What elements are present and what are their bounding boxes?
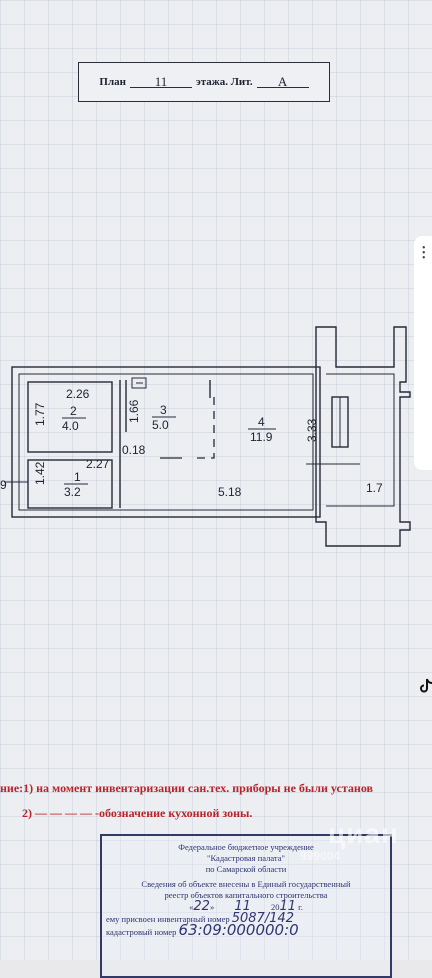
plan-label: План	[99, 76, 126, 88]
plan-title-box: План 11 этажа. Лит. А	[78, 62, 330, 102]
room-3-number: 3	[160, 403, 167, 417]
floor-plan: 2.26 1.77 2 4.0 1.66 3 5.0 0.18 4 11.9 3…	[4, 326, 411, 547]
stamp-line-3: по Самарской области	[205, 864, 287, 874]
watermark-code: 999004	[300, 849, 341, 863]
stamp-cadastral: кадастровый номер 63:09:000000:0	[102, 923, 390, 938]
stamp-inventory-value: 5087/142	[231, 911, 295, 926]
room-2-area: 4.0	[62, 419, 79, 433]
note-line-2: 2) — — — — -обозначение кухонной зоны.	[22, 806, 252, 821]
tiktok-icon[interactable]	[419, 678, 432, 694]
kitchen-zone-line	[196, 397, 215, 459]
edge-label: 9	[0, 478, 7, 492]
stamp-line-2: "Кадастровая палата"	[207, 853, 285, 863]
dim-room1-width: 2.27	[86, 457, 110, 471]
dim-balcony-width: 1.7	[366, 481, 383, 495]
side-widget[interactable]: •••	[414, 236, 432, 693]
outer-wall	[11, 366, 321, 518]
stamp-inventory-label: ему присвоен инвентарный номер	[106, 914, 230, 924]
stamp-line-4: Сведения об объекте внесены в Единый гос…	[141, 879, 351, 889]
room-1-area: 3.2	[64, 485, 81, 499]
dim-room4-height: 3.33	[305, 418, 319, 442]
stamp-date: «22» 11 2011 г.	[189, 899, 303, 914]
room-2-number: 2	[70, 404, 77, 418]
dim-room1-height: 1.42	[33, 461, 47, 485]
dim-room2-height: 1.77	[33, 402, 47, 426]
dim-corridor-gap: 0.18	[122, 443, 146, 457]
inner-wall	[18, 373, 314, 511]
balcony-structure	[315, 326, 411, 547]
note-line-1: ние:1) на момент инвентаризации сан.тех.…	[0, 781, 374, 795]
lit-value: А	[256, 75, 309, 88]
stamp-cadastral-value: 63:09:000000:0	[178, 921, 299, 939]
note-kitchen: -обозначение кухонной зоны.	[95, 806, 253, 820]
more-icon[interactable]: •••	[422, 243, 426, 264]
stamp-line-5: реестр объектов капитального строительст…	[164, 890, 328, 900]
room-1-outline	[27, 459, 113, 509]
stamp-date-year-suffix: 11	[279, 899, 297, 914]
room-4-number: 4	[258, 415, 265, 429]
vent-shaft	[131, 377, 147, 389]
stamp-date-day: 22	[193, 899, 210, 914]
stamp-date-year-prefix: 20	[271, 902, 280, 912]
stamp-date-month: 11	[234, 899, 251, 914]
floor-label: этажа. Лит.	[195, 76, 253, 88]
floor-number: 11	[129, 75, 192, 88]
stamp-date-suffix: г.	[298, 902, 303, 912]
room-4-area: 11.9	[250, 430, 273, 444]
room-1-number: 1	[74, 470, 81, 484]
registration-stamp: Федеральное бюджетное учреждение "Кадаст…	[100, 834, 392, 978]
room-2-outline	[27, 381, 113, 453]
note-dashes: 2) — — — —	[22, 806, 92, 820]
dim-room2-width: 2.26	[66, 387, 90, 401]
dim-room3-height: 1.66	[127, 399, 141, 423]
balcony-inner	[326, 373, 395, 507]
stamp-inventory: ему присвоен инвентарный номер 5087/142	[102, 911, 390, 926]
stamp-cadastral-label: кадастровый номер	[106, 927, 177, 937]
room-3-area: 5.0	[152, 418, 169, 432]
stamp-line-1: Федеральное бюджетное учреждение	[178, 842, 314, 852]
watermark-brand: циан	[328, 818, 399, 849]
dim-bottom-length: 5.18	[218, 485, 242, 499]
